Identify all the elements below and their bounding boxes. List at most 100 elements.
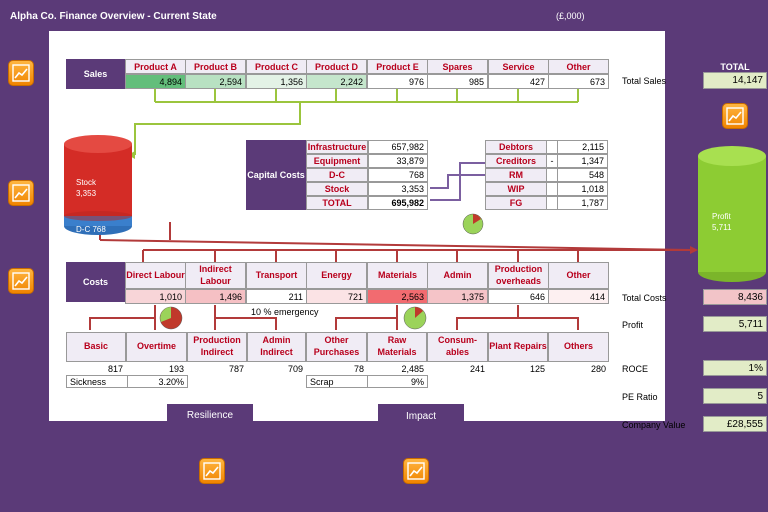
sales-product-header: Product E bbox=[367, 59, 428, 74]
cost-item-value: 646 bbox=[488, 289, 549, 304]
cost-item-header: Materials bbox=[367, 262, 428, 289]
chart-icon-button[interactable] bbox=[199, 458, 225, 484]
sales-product-header: Spares bbox=[427, 59, 488, 74]
impact-button[interactable]: Impact bbox=[378, 404, 464, 428]
sales-product-value: 1,356 bbox=[246, 74, 307, 89]
capital-row-label: Equipment bbox=[306, 154, 368, 168]
working-row-value: 1,787 bbox=[557, 196, 608, 210]
chart-trend-icon bbox=[726, 107, 744, 125]
sub-item-header: Other Purchases bbox=[306, 332, 367, 362]
cost-item-header: Energy bbox=[306, 262, 367, 289]
kpi-roce-label: ROCE bbox=[622, 364, 649, 374]
pie-indicator bbox=[159, 306, 183, 330]
sales-product-value: 2,242 bbox=[306, 74, 367, 89]
capital-row-label: D-C bbox=[306, 168, 368, 182]
cost-item-header: Other bbox=[548, 262, 609, 289]
stock-label: Stock bbox=[76, 178, 97, 187]
kpi-roce-value: 1% bbox=[703, 360, 767, 376]
resilience-button[interactable]: Resilience bbox=[167, 404, 253, 427]
sub-item-value: 280 bbox=[548, 362, 609, 375]
chart-icon-button[interactable] bbox=[403, 458, 429, 484]
working-row-label: RM bbox=[485, 168, 547, 182]
working-row-value: 2,115 bbox=[557, 140, 608, 154]
sub-item-header: Production Indirect bbox=[187, 332, 247, 362]
kpi-pe-label: PE Ratio bbox=[622, 392, 658, 402]
sales-product-header: Product C bbox=[246, 59, 307, 74]
cost-item-value: 721 bbox=[306, 289, 367, 304]
total-header: TOTAL bbox=[720, 62, 750, 72]
unit-label: (£,000) bbox=[556, 11, 585, 21]
working-row-sign bbox=[547, 196, 557, 210]
cost-item-value: 414 bbox=[548, 289, 609, 304]
sales-product-value: 427 bbox=[488, 74, 549, 89]
scrap-value: 9% bbox=[367, 375, 428, 388]
capital-row-label: Infrastructure bbox=[306, 140, 368, 154]
sub-item-header: Raw Materials bbox=[367, 332, 427, 362]
chart-trend-icon bbox=[203, 462, 221, 480]
chart-icon-button[interactable] bbox=[8, 180, 34, 206]
sales-product-value: 2,594 bbox=[185, 74, 246, 89]
capital-row-value: 33,879 bbox=[368, 154, 428, 168]
sales-product-header: Product A bbox=[125, 59, 186, 74]
sales-product-header: Product B bbox=[185, 59, 246, 74]
pie-indicator bbox=[462, 213, 484, 235]
sales-header: Sales bbox=[66, 59, 125, 89]
profit-cyl-label: Profit bbox=[712, 212, 731, 221]
capital-row-label: TOTAL bbox=[306, 196, 368, 210]
capital-row-value: 657,982 bbox=[368, 140, 428, 154]
sickness-value: 3.20% bbox=[127, 375, 188, 388]
capital-row-label: Stock bbox=[306, 182, 368, 196]
chart-icon-button[interactable] bbox=[722, 103, 748, 129]
kpi-profit-value: 5,711 bbox=[703, 316, 767, 332]
cost-item-value: 1,375 bbox=[427, 289, 488, 304]
total-sales-label: Total Sales bbox=[622, 76, 667, 86]
kpi-profit-label: Profit bbox=[622, 320, 644, 330]
sub-item-value: 125 bbox=[488, 362, 548, 375]
sub-item-header: Overtime bbox=[126, 332, 187, 362]
scrap-label: Scrap bbox=[306, 375, 368, 388]
cost-item-header: Indirect Labour bbox=[185, 262, 246, 289]
working-row-label: Creditors bbox=[485, 154, 547, 168]
capital-costs-header: Capital Costs bbox=[246, 140, 306, 210]
sub-item-header: Basic bbox=[66, 332, 126, 362]
sub-item-value: 709 bbox=[247, 362, 306, 375]
sub-item-header: Plant Repairs bbox=[488, 332, 548, 362]
working-row-sign bbox=[547, 168, 557, 182]
total-costs-value: 8,436 bbox=[703, 289, 767, 305]
working-row-sign bbox=[547, 182, 557, 196]
chart-icon-button[interactable] bbox=[8, 268, 34, 294]
cost-item-value: 1,496 bbox=[185, 289, 246, 304]
stock-value: 3,353 bbox=[76, 189, 97, 198]
profit-cyl-value: 5,711 bbox=[712, 223, 732, 232]
kpi-pe-value: 5 bbox=[703, 388, 767, 404]
sub-item-header: Others bbox=[548, 332, 609, 362]
cost-item-header: Admin bbox=[427, 262, 488, 289]
chart-trend-icon bbox=[407, 462, 425, 480]
pie-indicator bbox=[403, 306, 427, 330]
sub-item-header: Consum-ables bbox=[427, 332, 488, 362]
sales-product-header: Other bbox=[548, 59, 609, 74]
sub-item-value: 78 bbox=[306, 362, 367, 375]
cost-item-value: 2,563 bbox=[367, 289, 428, 304]
working-row-value: 1,347 bbox=[557, 154, 608, 168]
cost-item-value: 1,010 bbox=[125, 289, 186, 304]
sales-product-value: 976 bbox=[367, 74, 428, 89]
capital-row-value: 695,982 bbox=[368, 196, 428, 210]
working-row-label: WIP bbox=[485, 182, 547, 196]
chart-trend-icon bbox=[12, 184, 30, 202]
capital-row-value: 768 bbox=[368, 168, 428, 182]
sub-item-value: 2,485 bbox=[367, 362, 427, 375]
cost-item-value: 211 bbox=[246, 289, 307, 304]
sales-product-header: Product D bbox=[306, 59, 367, 74]
sales-product-header: Service bbox=[488, 59, 549, 74]
chart-icon-button[interactable] bbox=[8, 60, 34, 86]
working-row-value: 548 bbox=[557, 168, 608, 182]
chart-trend-icon bbox=[12, 64, 30, 82]
sub-item-value: 193 bbox=[126, 362, 187, 375]
sub-item-header: Admin Indirect bbox=[247, 332, 306, 362]
sickness-label: Sickness bbox=[66, 375, 128, 388]
working-row-sign: - bbox=[547, 154, 557, 168]
cost-item-header: Transport bbox=[246, 262, 307, 289]
